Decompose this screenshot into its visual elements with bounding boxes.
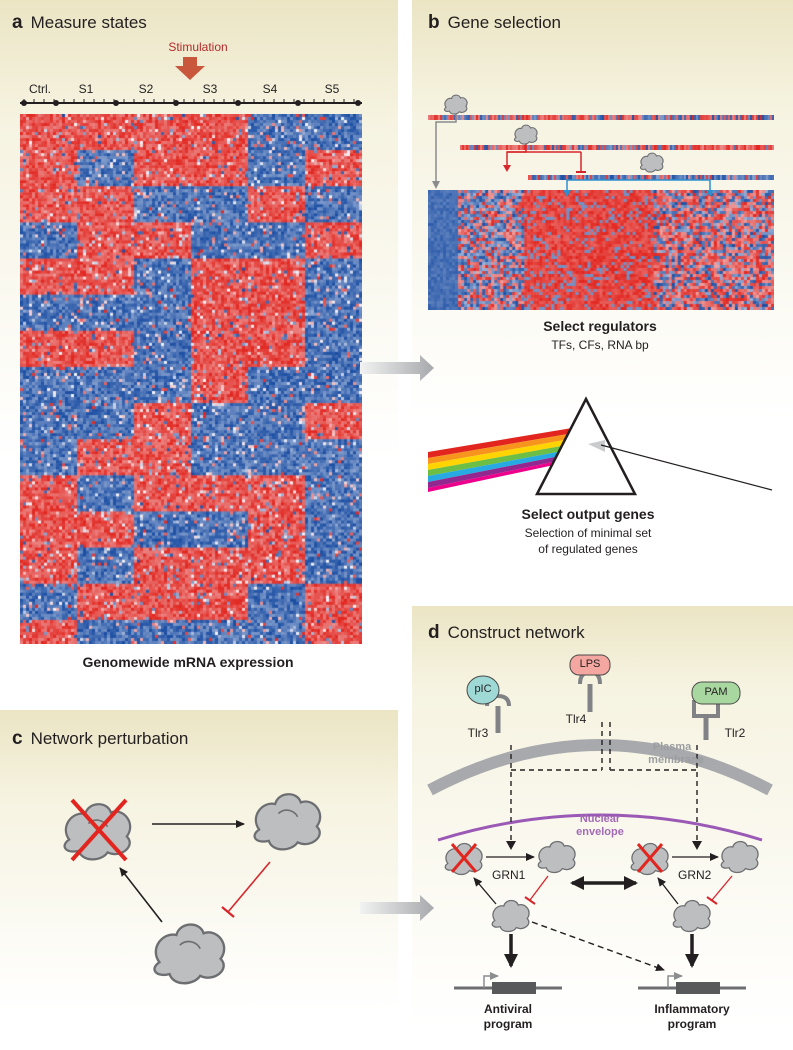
panel-c-letter: c — [12, 728, 23, 749]
panel-d-title: d Construct network — [428, 622, 585, 644]
pic-ligand-label: pIC — [474, 683, 492, 695]
nuclear-envelope — [437, 813, 763, 842]
genomewide-caption: Genomewide mRNA expression — [82, 654, 294, 670]
antiviral-gene-locus — [454, 972, 562, 994]
pam-ligand-label: PAM — [704, 686, 728, 698]
timepoint-s5: S5 — [324, 82, 340, 96]
select-regulators-subtitle: TFs, CFs, RNA bp — [551, 338, 649, 352]
tlr4-label: Tlr4 — [565, 712, 587, 726]
grn2-label: GRN2 — [678, 868, 712, 882]
regulator-protein-icon-2 — [513, 124, 538, 145]
pam-ligand — [691, 681, 741, 705]
nuclear-envelope-label-1: Nuclear — [579, 813, 621, 825]
regulator-expression-strip-2 — [460, 145, 774, 150]
stimulation-arrow — [175, 57, 205, 80]
timeline-major-tick — [295, 100, 301, 106]
antiviral-program-label-1: Antiviral — [483, 1002, 533, 1016]
panel-a-letter: a — [12, 12, 23, 33]
timepoint-s1: S1 — [78, 82, 94, 96]
grn1-label: GRN1 — [492, 868, 526, 882]
timepoint-s3: S3 — [202, 82, 218, 96]
tlr4-receptor — [578, 669, 602, 712]
tlr3-label: Tlr3 — [467, 726, 489, 740]
cross-program-arrow — [531, 921, 665, 972]
grn2-target-regulator-icon — [720, 840, 759, 874]
regulator-3-connector — [566, 175, 653, 195]
panel-d-title-text: Construct network — [447, 623, 585, 642]
grn1-output-regulator-icon — [491, 899, 530, 933]
select-output-genes-title: Select output genes — [521, 506, 655, 522]
regulator-1-connector — [435, 112, 457, 187]
regulator-expression-strip-3 — [528, 175, 774, 180]
panel-d-letter: d — [428, 622, 440, 643]
plasma-membrane — [427, 739, 773, 796]
output-regulator-icon — [153, 923, 226, 985]
timeline-major-tick — [355, 100, 361, 106]
inflammatory-program-label-1: Inflammatory — [654, 1002, 730, 1016]
timepoint-ctrl: Ctrl. — [29, 82, 51, 96]
grn1-target-regulator-icon — [537, 840, 576, 874]
expression-heatmap — [20, 114, 362, 644]
plasma-membrane-label-1: Plasma — [652, 741, 692, 753]
flow-arrow-a-to-b — [360, 355, 434, 381]
inhibition-edge — [227, 861, 271, 913]
timeline-major-tick — [235, 100, 241, 106]
activation-arrow-2 — [119, 867, 163, 923]
timepoint-s4: S4 — [262, 82, 278, 96]
inflammatory-program-label-2: program — [667, 1017, 717, 1031]
regulator-protein-icon-1 — [443, 94, 468, 115]
select-output-genes-subtitle-1: Selection of minimal set — [524, 526, 652, 540]
tlr2-label: Tlr2 — [724, 726, 746, 740]
panel-b-letter: b — [428, 12, 440, 33]
pic-ligand — [466, 675, 500, 705]
panel-b-title: b Gene selection — [428, 12, 561, 34]
lps-ligand — [569, 654, 611, 676]
regulator-2-arrowhead — [503, 165, 511, 172]
flow-arrow-c-to-d — [360, 895, 434, 921]
knockout-x-icon — [70, 798, 128, 862]
inflammatory-gene-locus — [638, 972, 746, 994]
grn2-output-regulator-icon — [672, 899, 711, 933]
timeline-ticks — [21, 99, 361, 106]
antiviral-program-label-2: program — [483, 1017, 533, 1031]
panel-c-background — [0, 710, 398, 1050]
regulator-protein-icon-3 — [639, 152, 664, 173]
prism-icon — [428, 396, 773, 496]
lps-ligand-label: LPS — [579, 658, 601, 670]
plasma-membrane-label-2: membrane — [648, 754, 704, 766]
regulator-1-arrowhead — [432, 181, 440, 189]
nuclear-envelope-label-2: envelope — [576, 826, 624, 838]
select-output-genes-subtitle-2: of regulated genes — [538, 542, 638, 556]
stimulation-label: Stimulation — [168, 40, 228, 54]
target-regulator-icon — [253, 793, 322, 851]
regulator-expression-strip-1 — [428, 115, 774, 120]
panel-c-title-text: Network perturbation — [30, 729, 189, 748]
regulator-target-heatmap — [428, 190, 774, 310]
tlr2-receptor — [692, 700, 720, 740]
panel-a-title: a Measure states — [12, 12, 147, 34]
signaling-paths — [510, 722, 698, 846]
panel-c-title: c Network perturbation — [12, 728, 188, 750]
timepoint-s2: S2 — [138, 82, 154, 96]
panel-b-title-text: Gene selection — [447, 13, 562, 32]
select-regulators-title: Select regulators — [543, 318, 657, 334]
panel-a-title-text: Measure states — [30, 13, 147, 32]
